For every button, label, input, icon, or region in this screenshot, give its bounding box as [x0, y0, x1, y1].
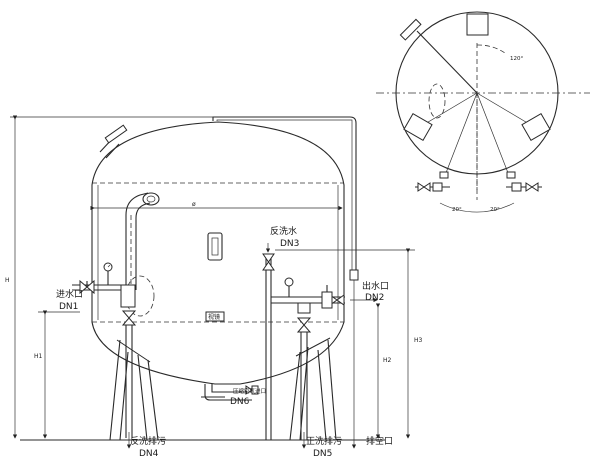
- label-backwash-in: 反洗水: [270, 225, 297, 237]
- dimension-h-label: H: [5, 277, 10, 284]
- label-dn5: DN5: [313, 449, 332, 459]
- top-view-valve-left: [415, 171, 450, 192]
- support-left: [403, 113, 433, 141]
- top-vent-nozzle: [99, 124, 128, 159]
- dimension-h2-label: H2: [383, 357, 392, 364]
- top-view-valve-right: [506, 171, 542, 192]
- label-dn3: DN3: [280, 239, 299, 249]
- inlet-piping: [72, 262, 137, 438]
- angle-arc-120: [476, 44, 506, 54]
- label-dn4: DN4: [139, 449, 159, 459]
- label-air-inlet: 压缩空气进口: [233, 387, 266, 395]
- lower-pipe-left: [443, 92, 478, 179]
- air-inlet-piping: [201, 384, 259, 401]
- label-vent: 排空口: [366, 435, 393, 447]
- lower-pipe-right: [476, 92, 511, 179]
- support-legs: [109, 337, 337, 441]
- inlet-distributor-ellipse: [125, 275, 155, 317]
- label-dn2: DN2: [365, 293, 384, 303]
- dimension-h3: [275, 248, 415, 439]
- dimension-h1-label: H1: [34, 353, 43, 360]
- angle-label-top: 120°: [510, 56, 523, 62]
- label-outlet: 出水口: [362, 280, 389, 292]
- front-view: ø: [5, 115, 423, 449]
- top-view-sight-ellipse: [428, 83, 446, 119]
- inlet-nozzle-flange: [399, 18, 422, 41]
- label-forward-drain: 正洗排污: [306, 435, 342, 447]
- inlet-nozzle-line: [416, 30, 478, 94]
- dimension-phi-label: ø: [192, 201, 196, 208]
- label-backwash-drain: 反洗排污: [130, 435, 166, 447]
- dimension-h1: [38, 310, 80, 439]
- angle-label-bottom-right: 20°: [490, 207, 500, 213]
- top-manhole: [466, 13, 489, 36]
- dimension-h: [10, 115, 213, 439]
- angle-label-bottom-left: 20°: [452, 207, 462, 213]
- angle-arc-bottom: [439, 202, 515, 213]
- vent-pipe: [212, 116, 357, 280]
- dimension-h3-label: H3: [414, 337, 423, 344]
- label-dn6: DN6: [230, 397, 250, 407]
- vent-pipe-inner: [216, 119, 353, 280]
- label-sight-glass: 视镜: [208, 313, 220, 321]
- label-inlet: 进水口: [56, 288, 83, 300]
- label-dn1: DN1: [59, 302, 78, 312]
- top-view: 120° 20° 20°: [376, 11, 590, 213]
- backwash-piping: [262, 243, 378, 440]
- sight-glass-window: [207, 232, 223, 261]
- internal-inlet-pipe: [125, 192, 160, 300]
- vent-valve: [349, 269, 359, 281]
- sight-glass-tag: [205, 311, 225, 322]
- support-right: [521, 113, 551, 141]
